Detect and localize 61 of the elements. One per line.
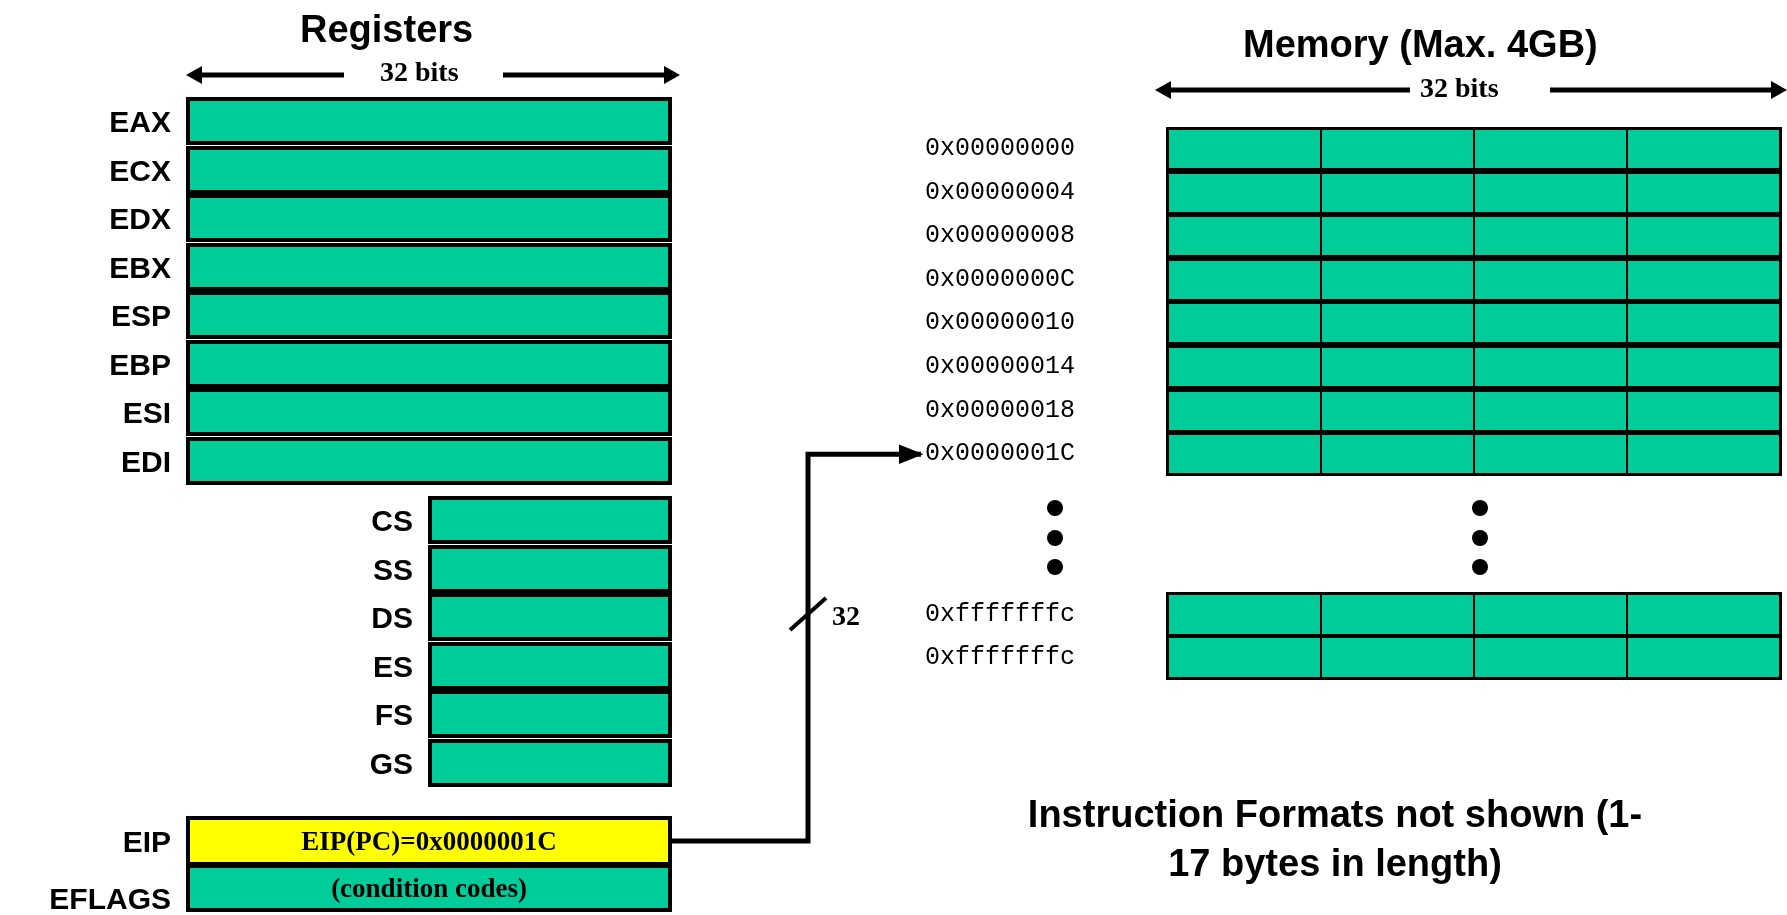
- dimension-label: 32 bits: [380, 58, 459, 86]
- memory-row: [925, 214, 1782, 259]
- register-box: [186, 864, 672, 912]
- memory-row: [925, 127, 1782, 171]
- register-name: EFLAGS: [48, 884, 171, 914]
- register-bar: [428, 690, 672, 739]
- register-bar: [186, 242, 672, 291]
- memory-address: 0x0000000C: [925, 266, 1076, 292]
- register-bar: [186, 388, 672, 436]
- note-text: Instruction Formats not shown (1-17 bytes in length): [1026, 792, 1644, 887]
- memory-row: [925, 432, 1782, 477]
- register-bar: [428, 593, 672, 642]
- register-name: ESP: [109, 301, 171, 331]
- memory-row: [925, 592, 1782, 637]
- register-bar: [186, 339, 672, 388]
- register-name: ES: [371, 651, 413, 682]
- register-bar: [186, 97, 672, 145]
- register-name: EAX: [108, 107, 171, 137]
- register-box: [186, 816, 672, 866]
- register-name: GS: [368, 749, 413, 779]
- memory-row: [925, 170, 1782, 215]
- heading: Registers: [300, 10, 474, 48]
- register-bar: [186, 145, 672, 194]
- register-bar: [186, 194, 672, 242]
- register-name: DS: [370, 603, 413, 634]
- bus-width-label: 32: [832, 602, 860, 630]
- memory-address: 0x00000000: [925, 136, 1076, 161]
- register-name: SS: [371, 554, 413, 585]
- memory-row: [925, 257, 1782, 302]
- register-name: CS: [370, 506, 413, 536]
- memory-address: 0x00000014: [925, 354, 1076, 379]
- register-bar: [428, 641, 672, 690]
- memory-address: 0xfffffffc: [925, 644, 1076, 670]
- register-name: FS: [373, 700, 413, 731]
- register-bar: [428, 496, 672, 544]
- register-bar: [428, 739, 672, 787]
- register-name: EDI: [120, 446, 171, 477]
- register-name: ECX: [108, 155, 171, 186]
- register-name: EBP: [108, 349, 171, 380]
- dimension-label: 32 bits: [1420, 74, 1499, 102]
- register-value: EIP(PC)=0x0000001C: [301, 827, 557, 855]
- memory-address: 0x00000008: [925, 223, 1076, 249]
- memory-row: [925, 388, 1782, 433]
- heading: Memory (Max. 4GB): [1243, 25, 1598, 63]
- register-bar: [186, 291, 672, 339]
- register-bar: [186, 436, 672, 485]
- memory-address: 0xfffffffc: [925, 601, 1076, 627]
- arrow: [672, 444, 924, 844]
- register-value: (condition codes): [331, 874, 527, 902]
- register-name: ESI: [121, 398, 171, 428]
- register-name: EIP: [121, 827, 171, 857]
- memory-row: [925, 345, 1782, 389]
- memory-row: [925, 635, 1782, 680]
- memory-row: [925, 301, 1782, 346]
- register-bar: [428, 544, 672, 593]
- memory-address: 0x00000010: [925, 310, 1076, 336]
- memory-address: 0x00000018: [925, 397, 1076, 423]
- memory-address: 0x00000004: [925, 179, 1076, 205]
- register-name: EDX: [108, 204, 171, 234]
- memory-address: 0x0000001C: [925, 441, 1076, 467]
- register-name: EBX: [108, 252, 171, 283]
